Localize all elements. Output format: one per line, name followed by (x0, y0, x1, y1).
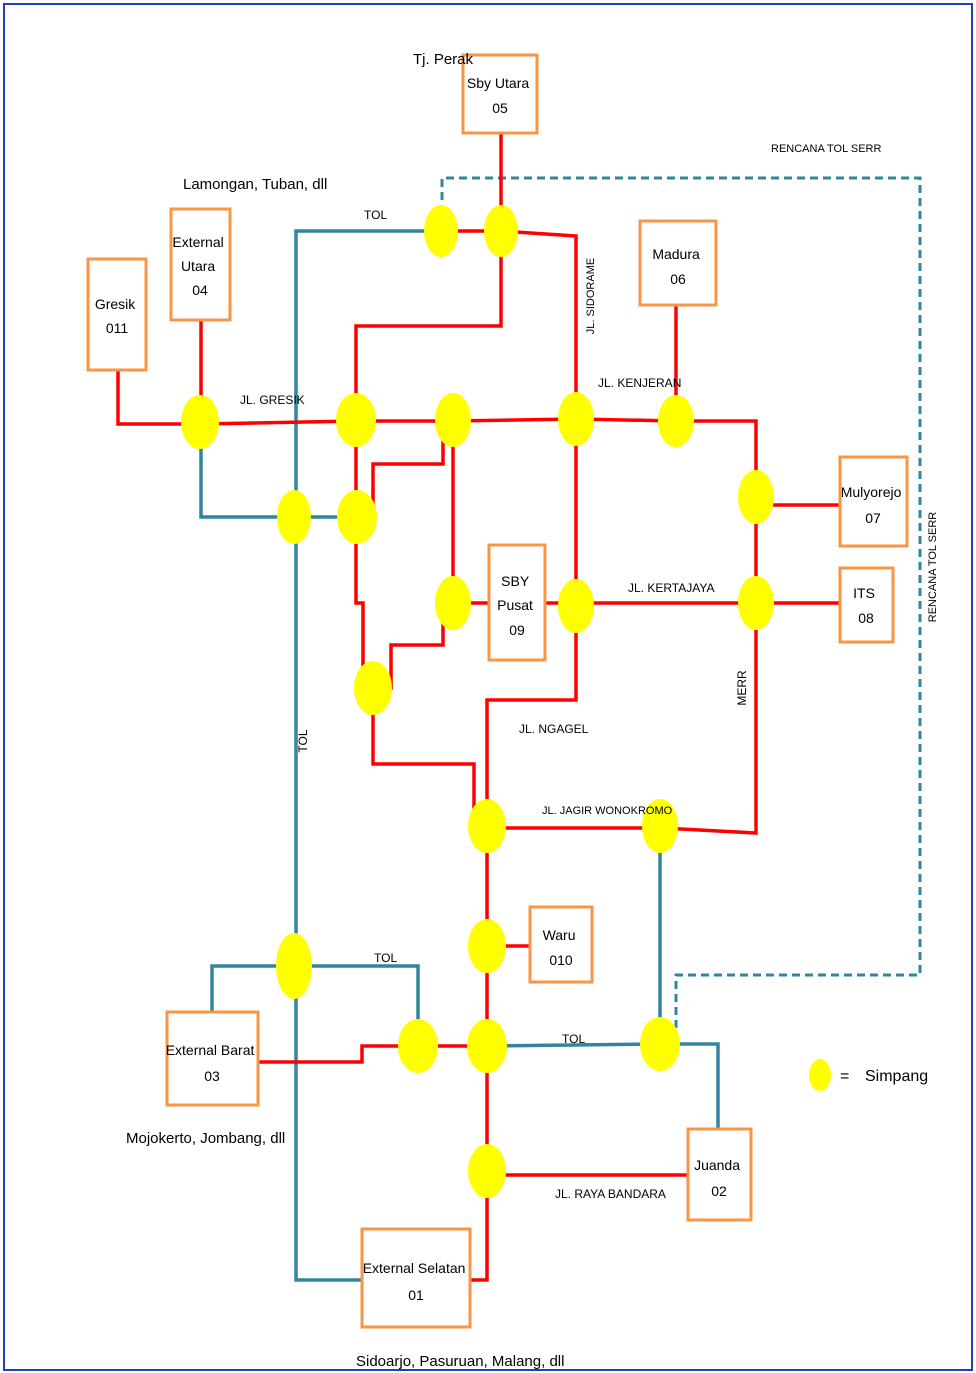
simpang (435, 576, 471, 630)
zone-label-juanda: Juanda 02 (694, 1157, 744, 1199)
road-label-jl-raya-bandara: JL. RAYA BANDARA (555, 1187, 666, 1201)
road-label-jl-sidorame: JL. SIDORAME (585, 258, 597, 334)
zone-label-sby-pusat: SBY Pusat 09 (497, 573, 537, 638)
simpang (337, 490, 377, 544)
zone-label-sby-utara: Sby Utara 05 (467, 75, 533, 116)
road-label-merr: MERR (735, 670, 749, 706)
zone-label-external-selatan: External Selatan 01 (363, 1260, 470, 1303)
zone-label-external-utara: External Utara 04 (172, 234, 227, 298)
road-label-tol-north: TOL (364, 208, 387, 222)
zone-label-waru: Waru 010 (543, 927, 580, 968)
simpang (467, 1019, 507, 1073)
road-label-rencana-top: RENCANA TOL SERR (771, 143, 881, 155)
simpang (276, 933, 312, 999)
simpang (738, 576, 774, 630)
zone-label-madura: Madura 06 (652, 246, 703, 287)
simpang (468, 919, 506, 973)
simpang (640, 1017, 680, 1071)
place-labels: Tj. Perak Lamongan, Tuban, dll Mojokerto… (126, 51, 564, 1370)
simpang (642, 799, 678, 853)
zone-label-external-barat: External Barat 03 (166, 1042, 259, 1084)
zone-label-mulyorejo: Mulyorejo 07 (841, 484, 906, 526)
road-label-tol-south-a: TOL (374, 951, 397, 965)
zone-box-gresik (86, 257, 148, 372)
zone-box-madura (638, 219, 718, 307)
simpang (468, 799, 506, 853)
road-label-jl-kertajaya: JL. KERTAJAYA (628, 581, 714, 595)
legend-label: Simpang (865, 1068, 928, 1085)
legend-simpang-marker (809, 1059, 831, 1091)
simpang (181, 395, 219, 449)
road-label-jl-ngagel: JL. NGAGEL (519, 722, 589, 736)
road-label-tol-vertical: TOL (296, 729, 310, 752)
place-label-sidoarjo: Sidoarjo, Pasuruan, Malang, dll (356, 1353, 564, 1370)
road-labels: TOL TOL TOL TOL RENCANA TOL SERR RENCANA… (240, 143, 939, 1201)
simpang (336, 393, 376, 447)
road-label-jl-kenjeran: JL. KENJERAN (598, 376, 681, 390)
zone-box-external-utara (169, 207, 232, 322)
legend: = Simpang (809, 1059, 928, 1091)
legend-equals: = (840, 1068, 849, 1085)
simpang (558, 579, 594, 633)
simpang (398, 1019, 438, 1073)
simpang (424, 205, 458, 257)
zone-box-its (838, 566, 895, 644)
road-label-jl-gresik: JL. GRESIK (240, 393, 305, 407)
zone-box-external-barat (165, 1010, 260, 1107)
zone-box-juanda (686, 1127, 753, 1222)
zone-box-sby-utara (461, 53, 539, 135)
diagram-frame (3, 3, 973, 1371)
road-label-rencana-side: RENCANA TOL SERR (927, 512, 939, 622)
planned-toll-road (440, 176, 922, 1035)
zone-label-gresik: Gresik 011 (95, 296, 139, 336)
zone-label-its: ITS 08 (853, 585, 879, 626)
place-label-mojokerto: Mojokerto, Jombang, dll (126, 1130, 285, 1147)
zone-box-mulyorejo (838, 455, 909, 548)
simpang (484, 205, 518, 257)
road-label-jl-jagir: JL. JAGIR WONOKROMO (542, 805, 673, 817)
zone-box-sby-pusat (487, 543, 547, 662)
simpang (435, 393, 471, 447)
zone-labels: Sby Utara 05 External Utara 04 Gresik 01… (95, 75, 906, 1303)
simpang (277, 490, 311, 544)
intersections (181, 205, 774, 1198)
zone-box-waru (528, 905, 594, 984)
simpang (738, 470, 774, 524)
zone-boxes (86, 53, 909, 1329)
place-label-lamongan: Lamongan, Tuban, dll (183, 176, 327, 193)
road-label-tol-south-b: TOL (562, 1032, 585, 1046)
simpang (468, 1144, 506, 1198)
simpang (658, 395, 694, 447)
zone-box-external-selatan (360, 1227, 472, 1329)
simpang (354, 661, 392, 715)
place-label-tj-perak: Tj. Perak (413, 51, 474, 68)
simpang (558, 392, 594, 446)
